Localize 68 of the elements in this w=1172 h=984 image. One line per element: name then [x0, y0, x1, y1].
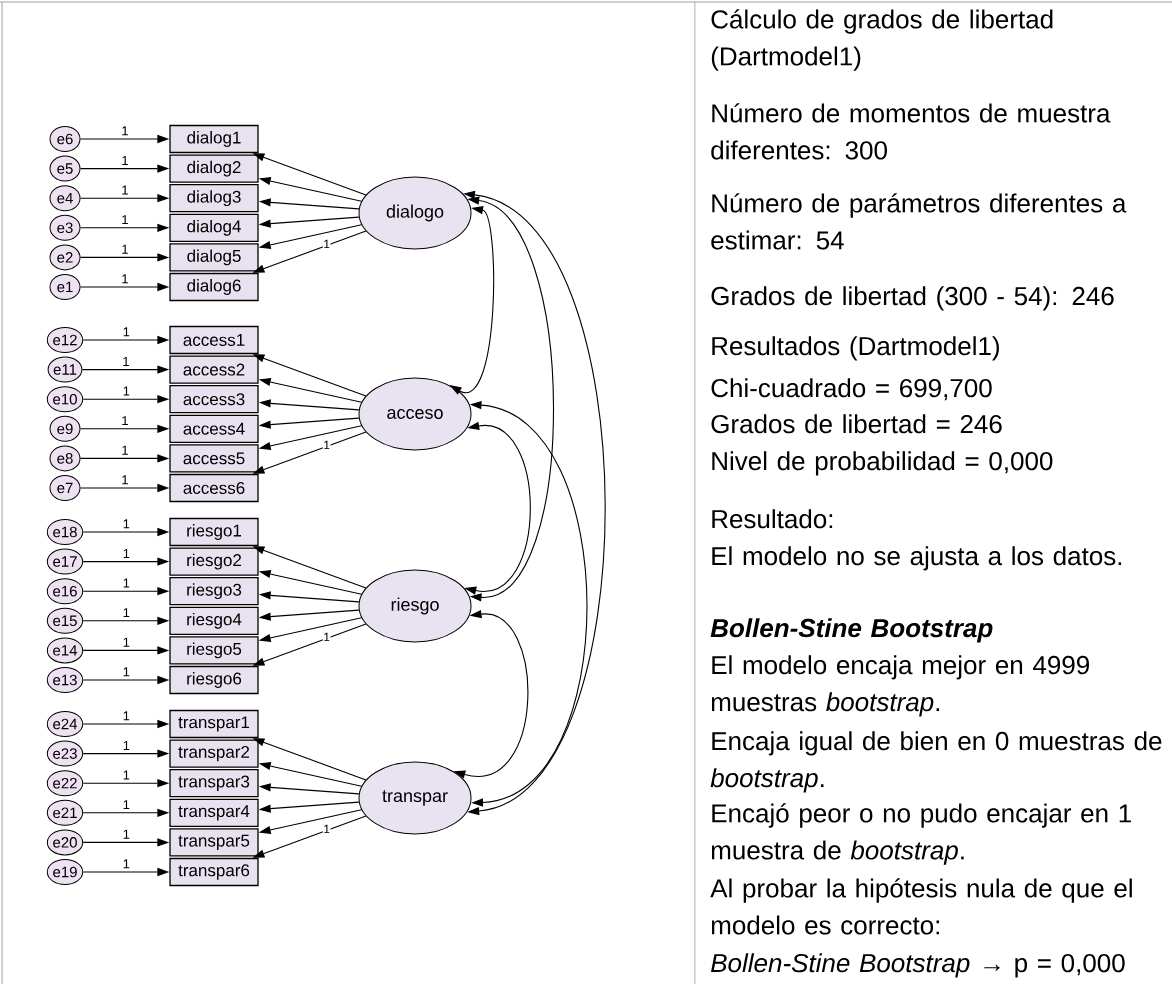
- stat-text: Bollen-Stine Bootstrap → p = 0,000: [711, 953, 1125, 978]
- edge-label: 1: [120, 185, 130, 195]
- edge-label: 1: [120, 474, 130, 485]
- indicator-box: dialog2: [169, 154, 259, 183]
- stat-text: Grados de libertad (300 - 54): 246: [711, 286, 1114, 311]
- section-heading: Bollen-Stine Bootstrap: [710, 618, 993, 643]
- indicator-box: access1: [169, 325, 259, 355]
- indicator-box: transpar6: [169, 857, 259, 887]
- edge-label: 1: [122, 548, 131, 559]
- indicator-box: access5: [169, 444, 259, 473]
- indicator-box: riesgo3: [169, 577, 259, 606]
- edge-label: 1: [120, 273, 130, 284]
- edge-label: 1: [122, 710, 131, 721]
- edge-label: 1: [122, 858, 131, 869]
- edge-label: 1: [120, 125, 130, 136]
- indicator-box: transpar3: [169, 769, 259, 798]
- indicator-box: transpar2: [169, 739, 259, 768]
- edge-label: 1: [120, 214, 130, 225]
- stat-text: Número de momentos de muestra diferentes: 300: [711, 103, 1111, 160]
- stat-text: Cálculo de grados de libertad (Dartmodel1): [711, 9, 1053, 71]
- indicator-box: riesgo5: [169, 636, 259, 665]
- indicator-box: dialog5: [169, 243, 259, 272]
- stat-text: Chi-cuadrado = 699,700: [711, 378, 992, 401]
- indicator-box: access2: [169, 355, 259, 384]
- stat-text: Resultados (Dartmodel1): [712, 336, 999, 361]
- edge-label: 1: [120, 244, 130, 255]
- stat-text: Número de parámetros diferentes a estimar: 54: [711, 193, 1127, 250]
- stat-text: Encaja igual de bien en 0 muestras de bootstrap.: [710, 731, 1162, 793]
- indicator-box: transpar5: [169, 828, 259, 857]
- edge-label: 1: [120, 155, 130, 166]
- edge-label: 1: [120, 445, 130, 456]
- edge-label: 1: [122, 326, 131, 337]
- edge-label: 1: [122, 740, 131, 751]
- edge-label: 1: [122, 518, 131, 529]
- edge-label: 1: [322, 440, 331, 450]
- stat-text: Al probar la hipótesis nula de que el modelo es correcto:: [710, 878, 1132, 935]
- indicator-box: dialog1: [169, 124, 259, 154]
- edge-label: 1: [122, 578, 131, 588]
- edge-label: 1: [122, 607, 131, 618]
- indicator-box: dialog6: [169, 272, 259, 302]
- edge-label: 1: [122, 386, 131, 396]
- indicator-box: transpar4: [169, 798, 259, 827]
- edge-label: 1: [322, 239, 331, 249]
- edge-label: 1: [122, 770, 131, 780]
- indicator-box: access4: [169, 414, 259, 443]
- edge-label: 1: [122, 829, 131, 840]
- indicator-box: dialog4: [169, 213, 259, 242]
- stat-text: Grados de libertad = 246: [711, 414, 1002, 434]
- stat-text: Nivel de probabilidad = 0,000: [712, 451, 1053, 476]
- edge-label: 1: [322, 632, 331, 642]
- indicator-box: riesgo2: [169, 547, 259, 576]
- edge-label: 1: [121, 356, 130, 367]
- indicator-box: riesgo6: [169, 665, 259, 695]
- edge-label: 1: [122, 637, 131, 648]
- indicator-box: access6: [169, 473, 259, 503]
- edge-label: 1: [122, 799, 131, 810]
- indicator-box: riesgo1: [169, 517, 259, 547]
- edge-label: 1: [120, 415, 130, 426]
- stat-text: El modelo encaja mejor en 4999 muestras bootstrap.: [711, 655, 1089, 717]
- stat-text: Encajó peor o no pudo encajar en 1 muestra de bootstrap.: [711, 803, 1131, 865]
- indicator-box: access3: [169, 385, 259, 414]
- stat-text: Resultado:: [712, 509, 833, 529]
- edge-label: 1: [322, 824, 331, 834]
- indicator-box: dialog3: [169, 184, 259, 213]
- stat-text: El modelo no se ajusta a los datos.: [712, 546, 1122, 571]
- indicator-box: riesgo4: [169, 606, 259, 635]
- edge-label: 1: [122, 666, 131, 677]
- indicator-box: transpar1: [169, 709, 259, 739]
